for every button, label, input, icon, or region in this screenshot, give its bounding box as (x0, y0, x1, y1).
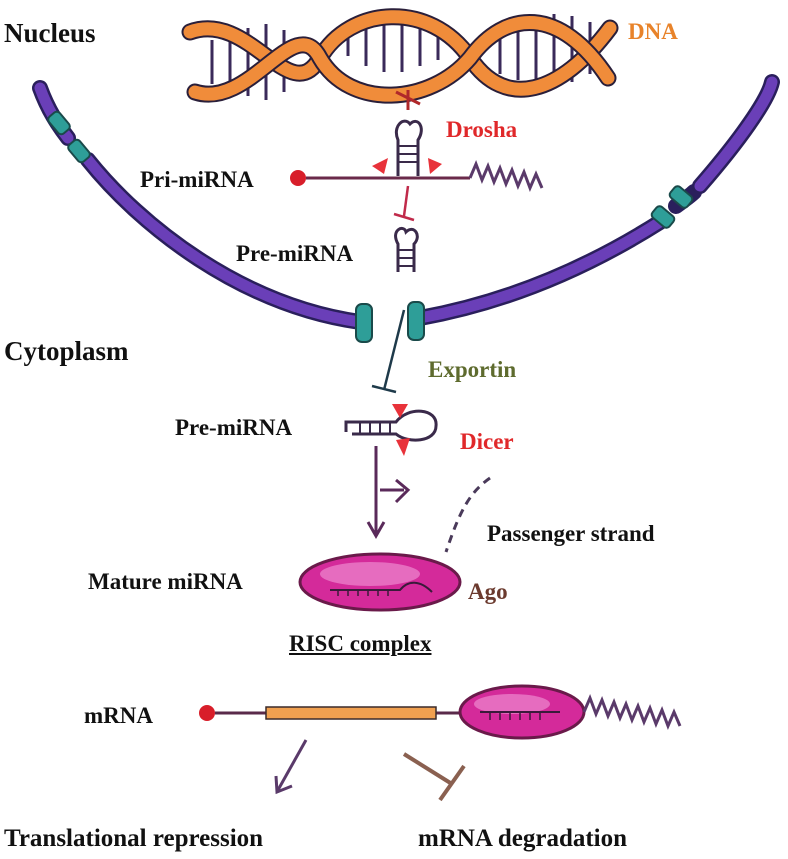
mrna-polya-tail (582, 693, 682, 731)
drosha-label: Drosha (446, 117, 518, 142)
dicer-cut-bottom (396, 438, 410, 456)
nucleus-label: Nucleus (4, 18, 96, 48)
mature-mirna-label: Mature miRNA (88, 569, 243, 594)
nuclear-pores (47, 110, 694, 343)
pri-mirna-label: Pri-miRNA (140, 167, 254, 192)
mrna-cap (199, 705, 215, 721)
pre-mirna-hairpin-nucleus (394, 227, 419, 272)
membrane-right-main (412, 214, 668, 326)
drosha-cut-right (428, 158, 442, 174)
risc-complex-ago (298, 552, 462, 612)
pre-mirna-cytoplasm-label: Pre-miRNA (175, 415, 293, 440)
pre-mirna-cytoplasm (344, 404, 438, 456)
translational-repression-label: Translational repression (4, 825, 264, 852)
risc-complex-label: RISC complex (289, 631, 432, 656)
mrna-label: mRNA (84, 703, 153, 728)
nuclear-membrane (32, 74, 780, 330)
mature-mirna-strand (330, 581, 433, 593)
dna-label: DNA (628, 19, 678, 44)
dicer-arrows (366, 446, 411, 540)
pore-center-b (407, 301, 425, 341)
cytoplasm-label: Cytoplasm (4, 336, 129, 366)
dna-helix (181, 8, 619, 104)
mrna-orf (265, 706, 437, 720)
pri-polya-tail (468, 159, 544, 193)
exportin-inhibit (371, 309, 406, 394)
drosha-cut-left (372, 158, 388, 174)
mrna-degradation-label: mRNA degradation (418, 825, 628, 852)
dicer-cut-top (392, 404, 408, 418)
pore-left-b (67, 138, 91, 164)
pri-to-pre-inhibit (393, 185, 415, 222)
pre-mirna-nucleus-label: Pre-miRNA (236, 241, 354, 266)
pri-cap (290, 170, 306, 186)
pore-left-a (47, 110, 71, 136)
pore-center-a (355, 303, 373, 343)
ago-label: Ago (468, 579, 508, 604)
repression-arrow (274, 739, 308, 795)
pri-hairpin (395, 119, 423, 176)
dna-to-pri-inhibit (395, 90, 421, 110)
exportin-label: Exportin (428, 357, 517, 382)
passenger-strand-label: Passenger strand (487, 521, 655, 546)
mrna-structure (199, 684, 682, 740)
pore-right-b (668, 185, 694, 209)
pore-right-a (650, 205, 676, 229)
degradation-inhibit (402, 752, 466, 802)
pri-mirna-structure (290, 119, 544, 193)
dicer-label: Dicer (460, 429, 514, 454)
passenger-strand (444, 476, 491, 553)
